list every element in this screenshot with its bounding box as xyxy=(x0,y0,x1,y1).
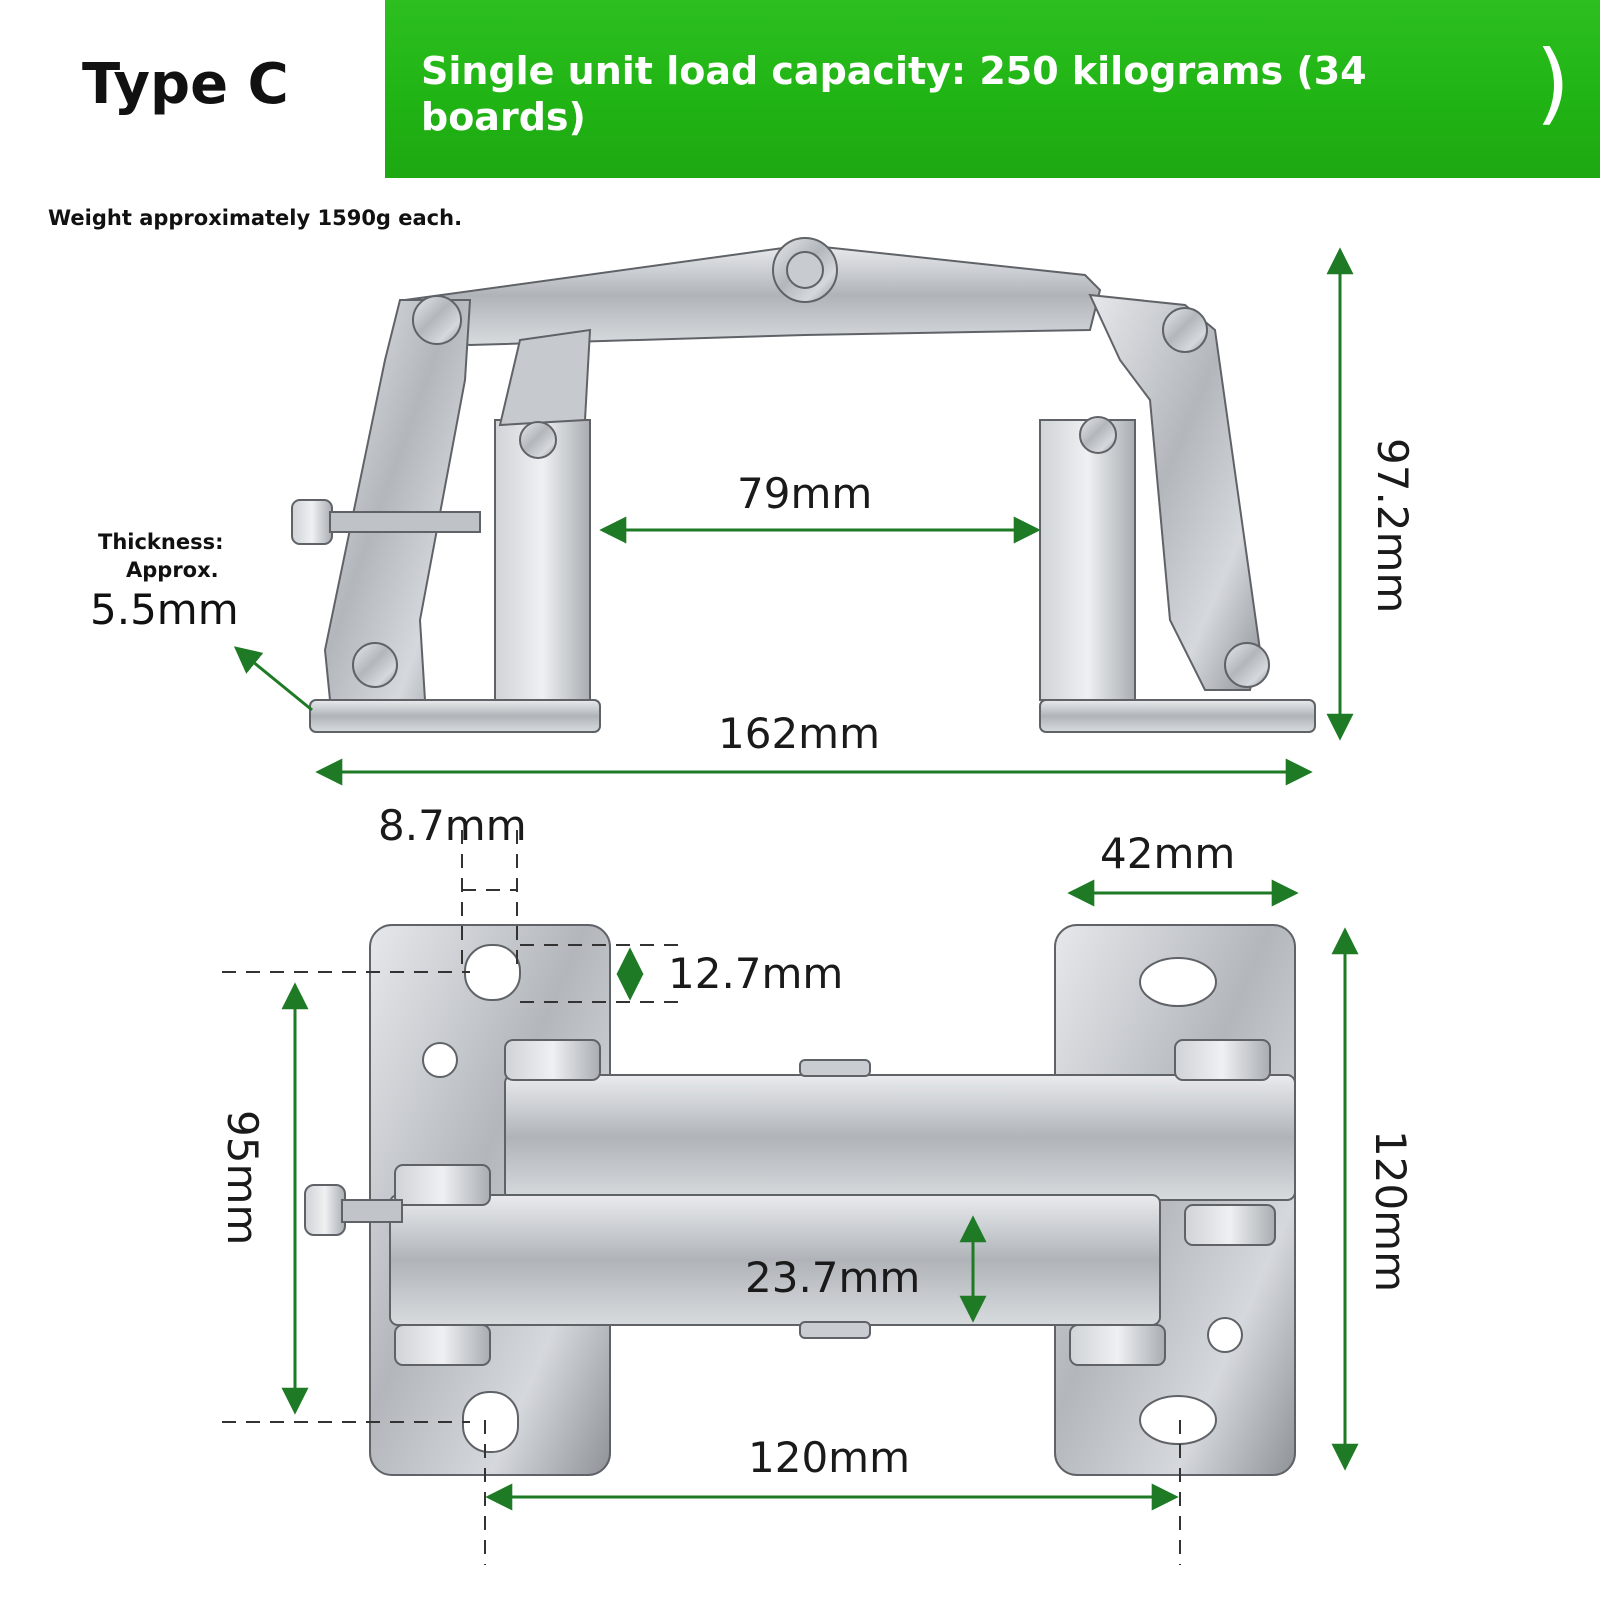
dim-hole-vertical-spacing: 95mm xyxy=(218,1110,267,1245)
thickness-approx: Approx. xyxy=(126,558,219,582)
weight-note: Weight approximately 1590g each. xyxy=(48,206,463,230)
dim-slot-width: 8.7mm xyxy=(378,801,527,850)
dim-inner-gap: 79mm xyxy=(737,469,872,518)
dim-height: 97.2mm xyxy=(1368,438,1417,613)
header-left: Type C xyxy=(0,0,385,178)
dim-total-width: 162mm xyxy=(718,709,880,758)
banner-paren: ) xyxy=(1535,31,1570,134)
dim-plate-width: 42mm xyxy=(1100,829,1235,878)
hinge-top-view xyxy=(304,924,1296,1476)
dim-arrows-bottom xyxy=(281,879,1359,1511)
load-capacity-text: Single unit load capacity: 250 kilograms… xyxy=(421,49,1367,139)
load-capacity-banner: Single unit load capacity: 250 kilograms… xyxy=(385,0,1600,178)
dim-arm-width: 23.7mm xyxy=(745,1253,920,1302)
hinge-side-view xyxy=(291,237,1316,733)
dim-arrows-top xyxy=(233,247,1354,786)
thickness-value: 5.5mm xyxy=(90,585,239,634)
dim-dashed-lines xyxy=(222,830,1181,1565)
dim-overall-height: 120mm xyxy=(1366,1130,1415,1292)
dim-slot-height: 12.7mm xyxy=(668,949,843,998)
dim-hole-horizontal-spacing: 120mm xyxy=(748,1433,910,1482)
thickness-label: Thickness: xyxy=(98,530,224,554)
type-label: Type C xyxy=(82,52,289,117)
